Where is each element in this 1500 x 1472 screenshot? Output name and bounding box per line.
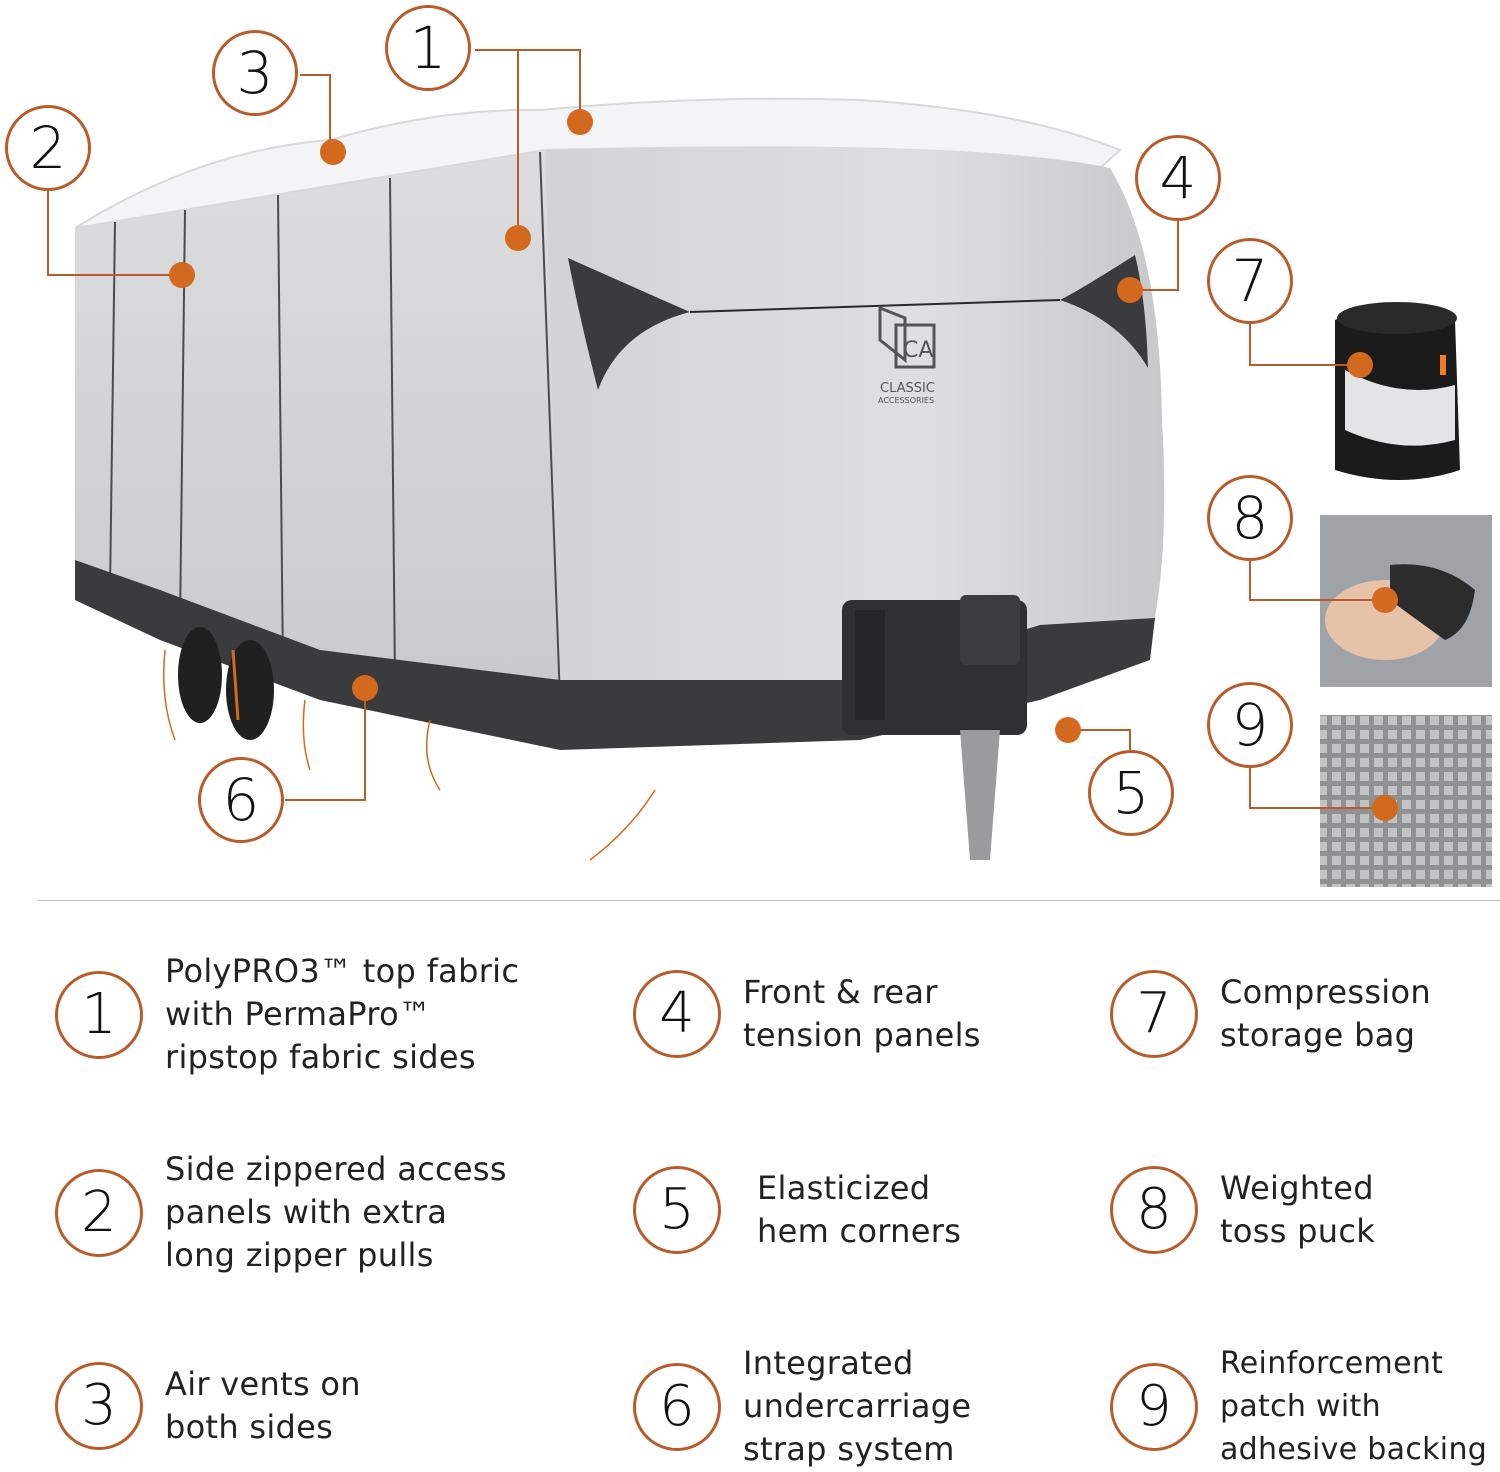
brand-logo-name: CLASSIC [880, 381, 935, 396]
product-illustration: CA CLASSIC ACCESSORIES [47, 49, 1492, 887]
brand-logo: CA CLASSIC ACCESSORIES [878, 305, 936, 405]
wheels [178, 627, 274, 740]
callout-5: 5 [1088, 750, 1174, 836]
feature-number: 8 [1110, 1166, 1198, 1254]
undercarriage-straps [163, 649, 656, 861]
feature-number: 7 [1110, 970, 1198, 1058]
callout-2: 2 [5, 105, 91, 191]
propane-tank-cover [842, 595, 1027, 735]
feature-number: 9 [1110, 1362, 1198, 1451]
callout-7: 7 [1207, 238, 1293, 324]
callout-3: 3 [212, 30, 298, 116]
brand-logo-mark: CA [903, 338, 933, 363]
trailer-cover: CA CLASSIC ACCESSORIES [74, 97, 1165, 861]
front-tension-panel-left [568, 258, 690, 390]
reinforcement-patch-image [1320, 715, 1492, 887]
tongue-jack [960, 730, 1000, 860]
brand-logo-sub: ACCESSORIES [878, 396, 934, 405]
callout-leaders [47, 49, 1390, 809]
callout-1: 1 [385, 5, 471, 91]
feature-number: 1 [55, 970, 143, 1059]
feature-number: 6 [633, 1362, 721, 1451]
callout-dots [169, 109, 1398, 821]
compression-bag-image [1335, 302, 1460, 480]
callout-9: 9 [1207, 682, 1293, 768]
callout-8: 8 [1207, 475, 1293, 561]
cover-side [75, 150, 560, 700]
callout-6: 6 [198, 757, 284, 843]
feature-number: 4 [633, 970, 721, 1058]
cover-front [545, 147, 1165, 701]
section-divider [38, 900, 1500, 901]
feature-number: 3 [55, 1362, 143, 1450]
callout-4: 4 [1135, 135, 1221, 221]
feature-number: 2 [55, 1168, 143, 1257]
feature-number: 5 [633, 1166, 721, 1254]
